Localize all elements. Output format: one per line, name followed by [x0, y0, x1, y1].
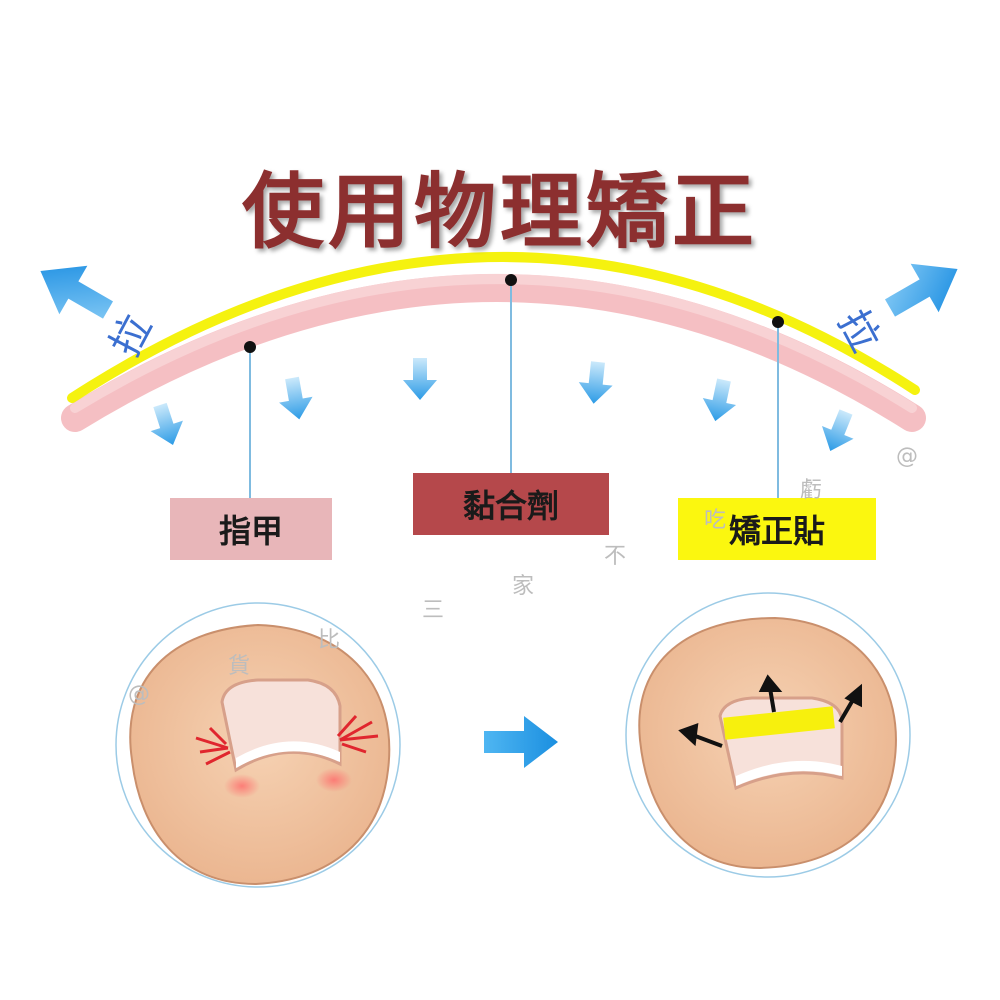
watermark-char: 比 — [318, 628, 341, 653]
toe-before — [115, 602, 401, 888]
down-arrow-icon — [403, 358, 437, 400]
label-patch: 矯正貼 — [678, 498, 876, 560]
watermark-char: @ — [128, 682, 150, 707]
watermark-char: @ — [896, 444, 918, 469]
pointer-nail — [244, 341, 256, 498]
down-arrow-icon — [578, 361, 613, 404]
transition-arrow-icon — [484, 716, 558, 768]
watermark-char: 不 — [604, 544, 627, 569]
pointer-patch — [772, 316, 784, 498]
down-arrow-icon — [150, 402, 183, 445]
patch-curve — [67, 252, 920, 403]
watermark-char: 家 — [512, 574, 535, 599]
pointer-adhesive — [505, 274, 517, 473]
watermark-char: 貨 — [228, 654, 251, 679]
down-arrow-icon — [279, 376, 313, 420]
down-arrow-icon — [702, 378, 737, 422]
pull-arrow-left-icon — [40, 265, 113, 319]
down-arrows — [150, 358, 854, 451]
nail-curve — [61, 274, 926, 432]
watermark-char: 吃 — [704, 508, 727, 533]
label-nail: 指甲 — [170, 498, 332, 560]
label-adhesive: 黏合劑 — [413, 473, 609, 535]
watermark-char: 三 — [422, 598, 445, 623]
watermark-char: 虧 — [800, 478, 823, 503]
page-title: 使用物理矯正 — [241, 165, 758, 260]
toe-after — [625, 592, 911, 878]
down-arrow-icon — [821, 409, 854, 451]
pull-arrow-right-icon — [885, 263, 958, 317]
